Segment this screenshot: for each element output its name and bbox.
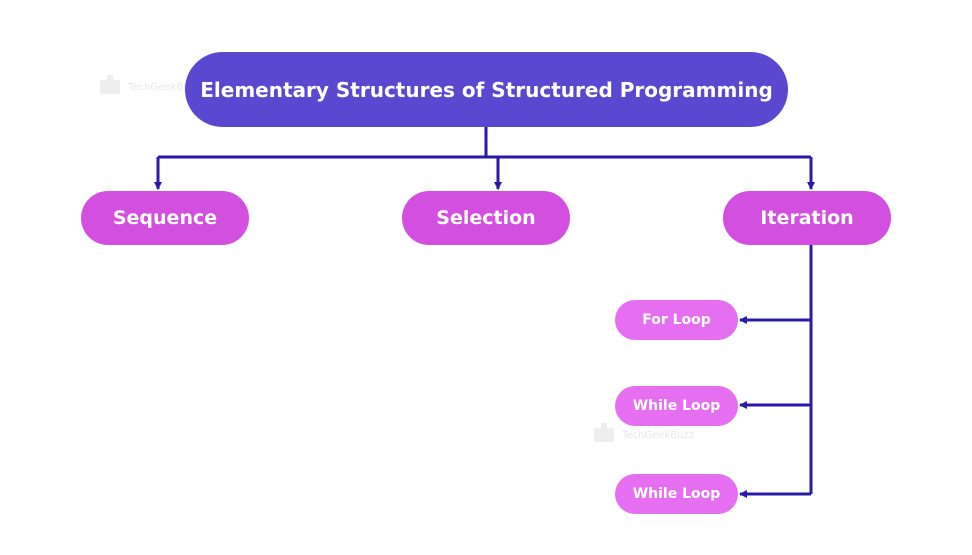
selection-node: Selection (402, 191, 570, 245)
while-loop-node-label: While Loop (632, 486, 721, 502)
watermark-text: TechGeekBuzz (128, 81, 200, 93)
watermark-text: TechGeekBuzz (622, 429, 694, 441)
selection-node-label: Selection (436, 207, 536, 229)
watermark: TechGeekBuzz (594, 423, 694, 442)
while-loop-node: While Loop (615, 386, 738, 426)
iteration-node-label: Iteration (760, 207, 854, 229)
watermark-logo-icon (594, 423, 614, 442)
for-loop-node: For Loop (615, 300, 738, 340)
while-loop-node: While Loop (615, 474, 738, 514)
watermark: TechGeekBuzz (100, 75, 200, 94)
root-node-label: Elementary Structures of Structured Prog… (200, 77, 773, 102)
root-node: Elementary Structures of Structured Prog… (185, 52, 788, 127)
sequence-node: Sequence (81, 191, 249, 245)
sequence-node-label: Sequence (112, 207, 218, 229)
watermark-logo-icon (100, 75, 120, 94)
while-loop-node-label: While Loop (632, 398, 721, 414)
for-loop-node-label: For Loop (642, 312, 711, 328)
iteration-node: Iteration (723, 191, 891, 245)
